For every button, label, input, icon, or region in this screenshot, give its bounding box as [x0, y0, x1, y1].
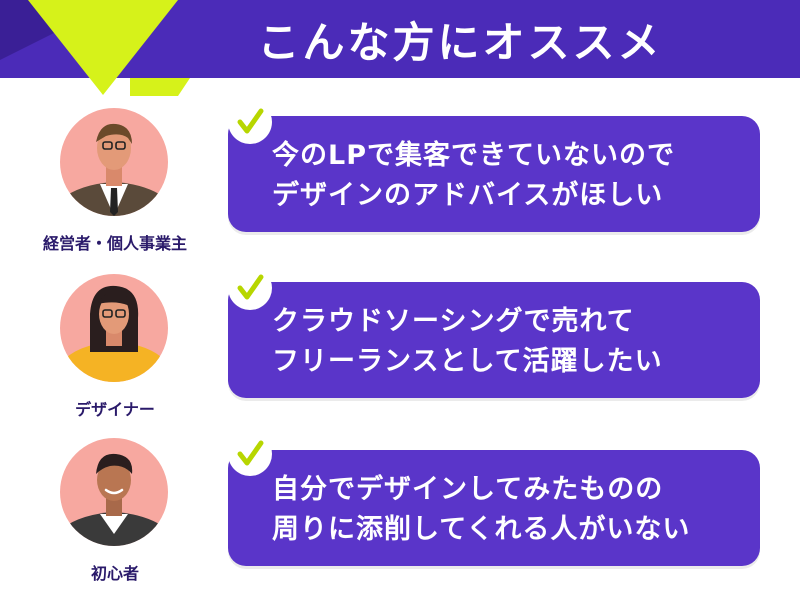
page-title: こんな方にオススメ: [257, 17, 663, 67]
card-line: 今のLPで集客できていないので: [272, 140, 675, 171]
card-line: フリーランスとして活躍したい: [272, 346, 663, 377]
avatar-business-owner: [60, 108, 168, 216]
avatar-designer: [60, 274, 168, 382]
persona-label: デザイナー: [75, 400, 155, 419]
recommendation-card: 自分でデザインしてみたものの 周りに添削してくれる人がいない: [228, 450, 760, 566]
card-text: 今のLPで集客できていないので デザインのアドバイスがほしい: [272, 136, 742, 216]
card-line: 周りに添削してくれる人がいない: [272, 514, 691, 545]
check-icon: [228, 266, 272, 310]
check-icon: [228, 100, 272, 144]
check-icon: [228, 432, 272, 476]
card-line: クラウドソーシングで売れて: [272, 306, 635, 337]
card-line: デザインのアドバイスがほしい: [272, 180, 664, 211]
card-line: 自分でデザインしてみたものの: [272, 474, 664, 505]
recommendation-card: クラウドソーシングで売れて フリーランスとして活躍したい: [228, 282, 760, 398]
card-text: クラウドソーシングで売れて フリーランスとして活躍したい: [272, 302, 742, 382]
avatar-beginner: [60, 438, 168, 546]
recommendation-card: 今のLPで集客できていないので デザインのアドバイスがほしい: [228, 116, 760, 232]
header-decoration-stripe: [130, 78, 190, 96]
persona-label: 経営者・個人事業主: [42, 234, 187, 253]
card-text: 自分でデザインしてみたものの 周りに添削してくれる人がいない: [272, 470, 742, 550]
persona-label: 初心者: [90, 564, 139, 583]
